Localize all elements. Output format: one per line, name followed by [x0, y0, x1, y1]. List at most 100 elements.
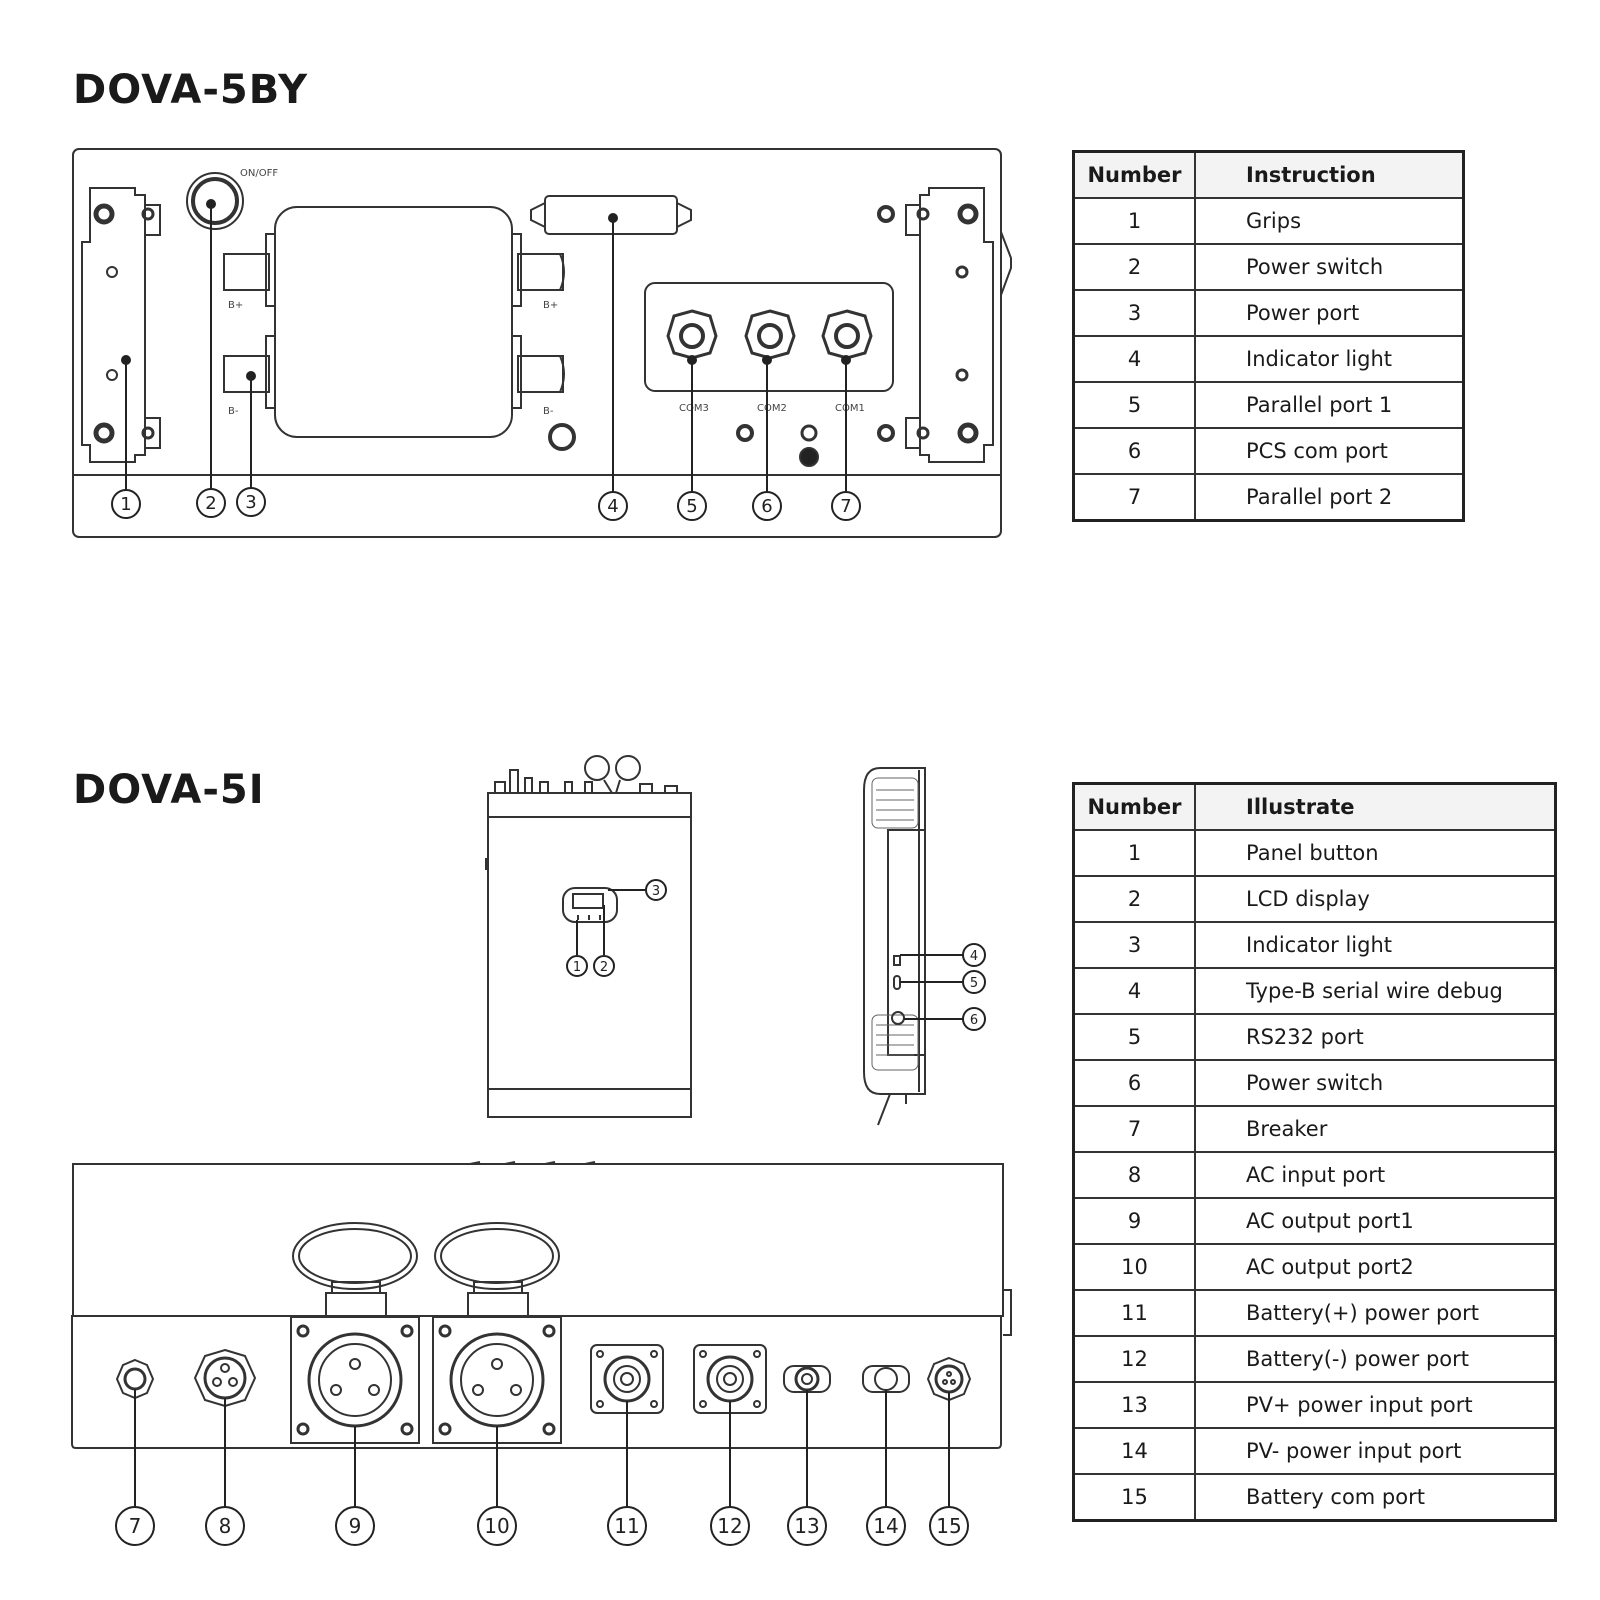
mount-hole	[877, 205, 895, 223]
row-number: 6	[1072, 1059, 1196, 1107]
bottom-callout-14: 14	[873, 1514, 898, 1538]
pv-minus-port-icon	[862, 1365, 910, 1393]
row-instruction: PCS com port	[1194, 427, 1465, 475]
mount-hole	[877, 424, 895, 442]
row-instruction: Indicator light	[1194, 335, 1465, 383]
row-illustrate: Battery com port	[1194, 1473, 1557, 1522]
b-minus-label-left: B-	[228, 406, 239, 417]
row-instruction: Grips	[1194, 197, 1465, 245]
row-number: 10	[1072, 1243, 1196, 1291]
front-callout-1: 1	[573, 960, 581, 975]
left-grip-bracket	[81, 187, 161, 463]
row-instruction: Power port	[1194, 289, 1465, 337]
row-illustrate: Power switch	[1194, 1059, 1557, 1107]
ground-terminal	[548, 423, 576, 451]
row-illustrate: AC input port	[1194, 1151, 1557, 1199]
callout-6: 6	[761, 496, 772, 517]
com-port-connectors	[666, 309, 873, 360]
ac-output-port1-icon	[290, 1222, 420, 1444]
column-header-number: Number	[1072, 150, 1196, 199]
callout-4: 4	[607, 496, 618, 517]
row-number: 12	[1072, 1335, 1196, 1383]
column-header-instruction: Instruction	[1194, 150, 1465, 199]
row-number: 3	[1072, 289, 1196, 337]
callout-7: 7	[840, 496, 851, 517]
dova-5i-side-view	[863, 767, 926, 1126]
row-number: 6	[1072, 427, 1196, 475]
com-port-housing	[644, 282, 894, 392]
row-instruction: Parallel port 2	[1194, 473, 1465, 522]
bottom-callout-12: 12	[717, 1514, 742, 1538]
com3-label: COM3	[679, 403, 709, 414]
table-header-row: Number Instruction	[1072, 150, 1465, 199]
b-minus-label-right: B-	[543, 406, 554, 417]
row-illustrate: PV+ power input port	[1194, 1381, 1557, 1429]
side-callout-5: 5	[970, 976, 978, 991]
row-illustrate: Type-B serial wire debug	[1194, 967, 1557, 1015]
on-off-label: ON/OFF	[240, 168, 278, 179]
bottom-callout-9: 9	[349, 1514, 362, 1538]
row-number: 1	[1072, 197, 1196, 245]
row-number: 4	[1072, 335, 1196, 383]
mount-hole	[800, 424, 818, 442]
front-callout-2: 2	[600, 960, 608, 975]
row-illustrate: AC output port1	[1194, 1197, 1557, 1245]
row-number: 2	[1072, 875, 1196, 923]
dova-5i-bottom-panel	[71, 1161, 1012, 1449]
row-number: 15	[1072, 1473, 1196, 1522]
bottom-callout-15: 15	[936, 1514, 961, 1538]
row-number: 7	[1072, 473, 1196, 522]
row-number: 2	[1072, 243, 1196, 291]
table-header-row: Number Illustrate	[1072, 782, 1557, 831]
ac-output-port2-icon	[432, 1222, 562, 1444]
ac-input-port-icon	[193, 1348, 257, 1408]
debug-port-icon	[893, 955, 901, 966]
row-number: 9	[1072, 1197, 1196, 1245]
bottom-callout-7: 7	[129, 1514, 142, 1538]
row-instruction: Power switch	[1194, 243, 1465, 291]
vent-grille	[871, 777, 919, 1071]
side-callout-4: 4	[970, 949, 978, 964]
com2-label: COM2	[757, 403, 787, 414]
callout-5: 5	[686, 496, 697, 517]
row-number: 1	[1072, 829, 1196, 877]
bottom-callout-11: 11	[614, 1514, 639, 1538]
row-illustrate: Battery(-) power port	[1194, 1335, 1557, 1383]
b-plus-label-left: B+	[228, 300, 243, 311]
indicator-light-bar	[530, 195, 692, 235]
row-number: 8	[1072, 1151, 1196, 1199]
pv-plus-port-icon	[783, 1365, 831, 1393]
ground-symbol	[799, 447, 819, 467]
row-illustrate: Breaker	[1194, 1105, 1557, 1153]
row-illustrate: Battery(+) power port	[1194, 1289, 1557, 1337]
row-illustrate: AC output port2	[1194, 1243, 1557, 1291]
row-number: 3	[1072, 921, 1196, 969]
row-number: 11	[1072, 1289, 1196, 1337]
callout-1: 1	[120, 494, 131, 515]
com1-label: COM1	[835, 403, 865, 414]
row-number: 13	[1072, 1381, 1196, 1429]
column-header-illustrate: Illustrate	[1194, 782, 1557, 831]
row-number: 5	[1072, 1013, 1196, 1061]
row-number: 4	[1072, 967, 1196, 1015]
